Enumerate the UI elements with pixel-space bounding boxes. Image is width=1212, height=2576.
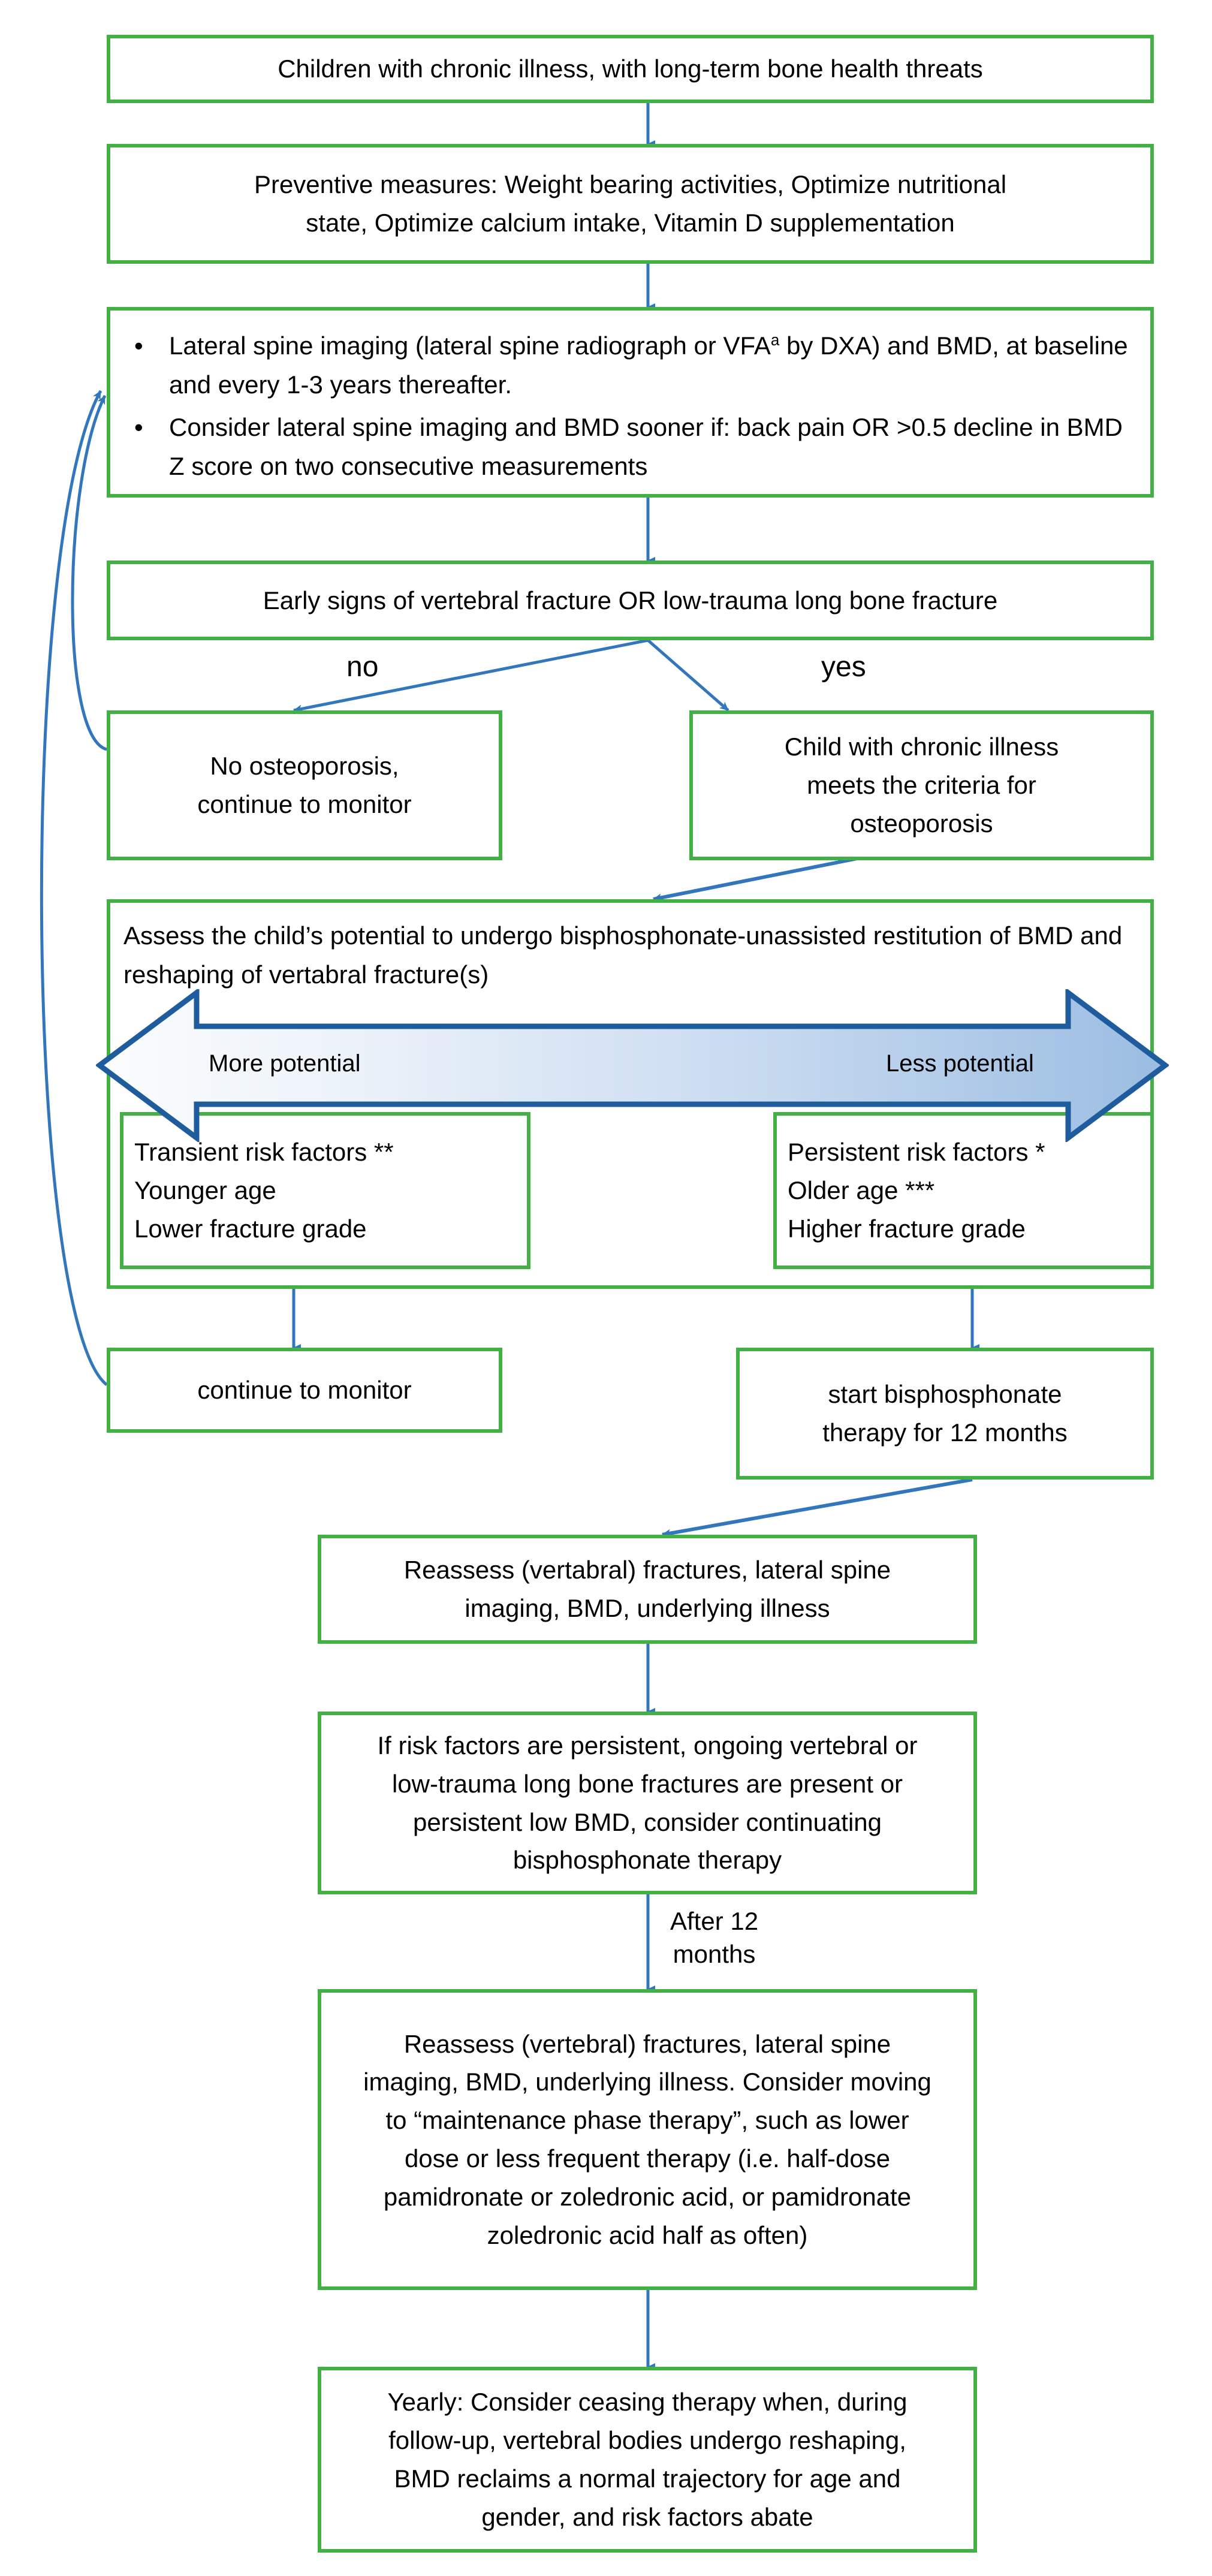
edge-feedback-continue-monitor — [40, 390, 108, 1386]
node-line: Older age *** — [788, 1176, 935, 1205]
node-persistent-risk-factors[interactable]: Persistent risk factors * Older age *** … — [773, 1112, 1154, 1269]
node-children-chronic-illness[interactable]: Children with chronic illness, with long… — [107, 35, 1154, 103]
node-preventive-measures[interactable]: Preventive measures: Weight bearing acti… — [107, 144, 1154, 264]
node-line: Reassess (vertabral) fractures, lateral … — [403, 1556, 891, 1584]
node-start-bisphosphonate-therapy[interactable]: start bisphosphonate therapy for 12 mont… — [736, 1348, 1154, 1480]
node-line: follow-up, vertebral bodies undergo resh… — [388, 2426, 906, 2455]
panel-title: Assess the child’s potential to undergo … — [123, 916, 1137, 994]
node-line: Younger age — [134, 1176, 276, 1205]
node-line: low-trauma long bone fractures are prese… — [391, 1769, 903, 1798]
node-transient-risk-factors[interactable]: Transient risk factors ** Younger age Lo… — [120, 1112, 530, 1269]
node-reassess-fractures-1[interactable]: Reassess (vertabral) fractures, lateral … — [318, 1535, 977, 1644]
node-line: pamidronate or zoledronic acid, or pamid… — [383, 2182, 912, 2211]
edge-label-no: no — [346, 651, 379, 683]
footnote-marker-a: a — [770, 331, 780, 349]
bullet-item: • Lateral spine imaging (lateral spine r… — [134, 326, 1132, 404]
bullet-item: • Consider lateral spine imaging and BMD… — [134, 408, 1132, 486]
node-line: Preventive measures: Weight bearing acti… — [254, 170, 1007, 199]
node-yearly-consider-ceasing[interactable]: Yearly: Consider ceasing therapy when, d… — [318, 2367, 977, 2553]
node-line: continue to monitor — [197, 790, 412, 818]
spectrum-right-label: Less potential — [886, 1050, 1034, 1077]
edge-feedback-no-osteoporosis — [71, 394, 107, 751]
node-if-risk-factors-persistent[interactable]: If risk factors are persistent, ongoing … — [318, 1712, 977, 1894]
node-line: Persistent risk factors * — [788, 1138, 1045, 1167]
edge-label-line: After 12 — [670, 1907, 759, 1935]
node-meets-criteria-osteoporosis[interactable]: Child with chronic illness meets the cri… — [689, 710, 1154, 860]
node-line: Children with chronic illness, with long… — [278, 55, 983, 83]
edge-meetscriteria-to-assess — [653, 857, 858, 902]
edge-bisphosphonate-to-reassess1 — [662, 1478, 973, 1538]
node-line: dose or less frequent therapy (i.e. half… — [404, 2144, 891, 2173]
node-line: BMD reclaims a normal trajectory for age… — [394, 2464, 901, 2493]
potential-spectrum-arrow — [96, 989, 1169, 1142]
node-line: to “maintenance phase therapy”, such as … — [385, 2106, 909, 2135]
node-line: If risk factors are persistent, ongoing … — [377, 1731, 918, 1759]
panel-title-line: Assess the child’s potential to undergo … — [123, 921, 867, 950]
node-line: Transient risk factors ** — [134, 1138, 394, 1167]
node-line: therapy for 12 months — [822, 1418, 1068, 1447]
bullet-text: Lateral spine imaging (lateral spine rad… — [169, 331, 1128, 399]
node-line: state, Optimize calcium intake, Vitamin … — [306, 209, 955, 237]
node-line: continue to monitor — [197, 1376, 412, 1405]
node-line: Early signs of vertebral fracture OR low… — [263, 586, 998, 614]
node-no-osteoporosis[interactable]: No osteoporosis, continue to monitor — [107, 710, 502, 860]
node-line: Child with chronic illness — [784, 733, 1059, 761]
edge-label-after-12-months: After 12 months — [670, 1905, 758, 1971]
bullet-glyph: • — [134, 332, 143, 360]
spectrum-left-label: More potential — [209, 1050, 361, 1077]
node-line: meets the criteria for — [807, 771, 1036, 800]
node-line: Lower fracture grade — [134, 1214, 367, 1243]
node-line: imaging, BMD, underlying illness — [465, 1594, 830, 1622]
node-line: Higher fracture grade — [788, 1214, 1026, 1243]
node-continue-to-monitor[interactable]: continue to monitor — [107, 1348, 502, 1433]
node-line: imaging, BMD, underlying illness. Consid… — [363, 2068, 931, 2096]
node-monitoring-bullets[interactable]: • Lateral spine imaging (lateral spine r… — [107, 307, 1154, 498]
node-line: persistent low BMD, consider continuatin… — [412, 1807, 882, 1836]
node-line: Yearly: Consider ceasing therapy when, d… — [387, 2388, 908, 2417]
node-early-signs-decision[interactable]: Early signs of vertebral fracture OR low… — [107, 561, 1154, 640]
edge-earlysigns-yes — [647, 639, 729, 712]
edge-label-yes: yes — [821, 651, 866, 683]
node-line: Reassess (vertebral) fractures, lateral … — [403, 2029, 891, 2058]
node-line: start bisphosphonate — [828, 1380, 1062, 1409]
node-line: No osteoporosis, — [210, 752, 399, 781]
node-line: osteoporosis — [850, 809, 993, 837]
bullet-glyph: • — [134, 413, 143, 442]
node-reassess-maintenance-phase[interactable]: Reassess (vertebral) fractures, lateral … — [318, 1989, 977, 2290]
node-line: gender, and risk factors abate — [481, 2502, 813, 2531]
node-line: bisphosphonate therapy — [512, 1846, 782, 1875]
bullet-text: Consider lateral spine imaging and BMD s… — [169, 413, 1123, 481]
panel-title-line: restitution of BMD and reshaping of vert… — [123, 921, 1123, 989]
edge-label-line: months — [673, 1939, 756, 1968]
node-line: zoledronic acid half as often) — [487, 2221, 808, 2249]
